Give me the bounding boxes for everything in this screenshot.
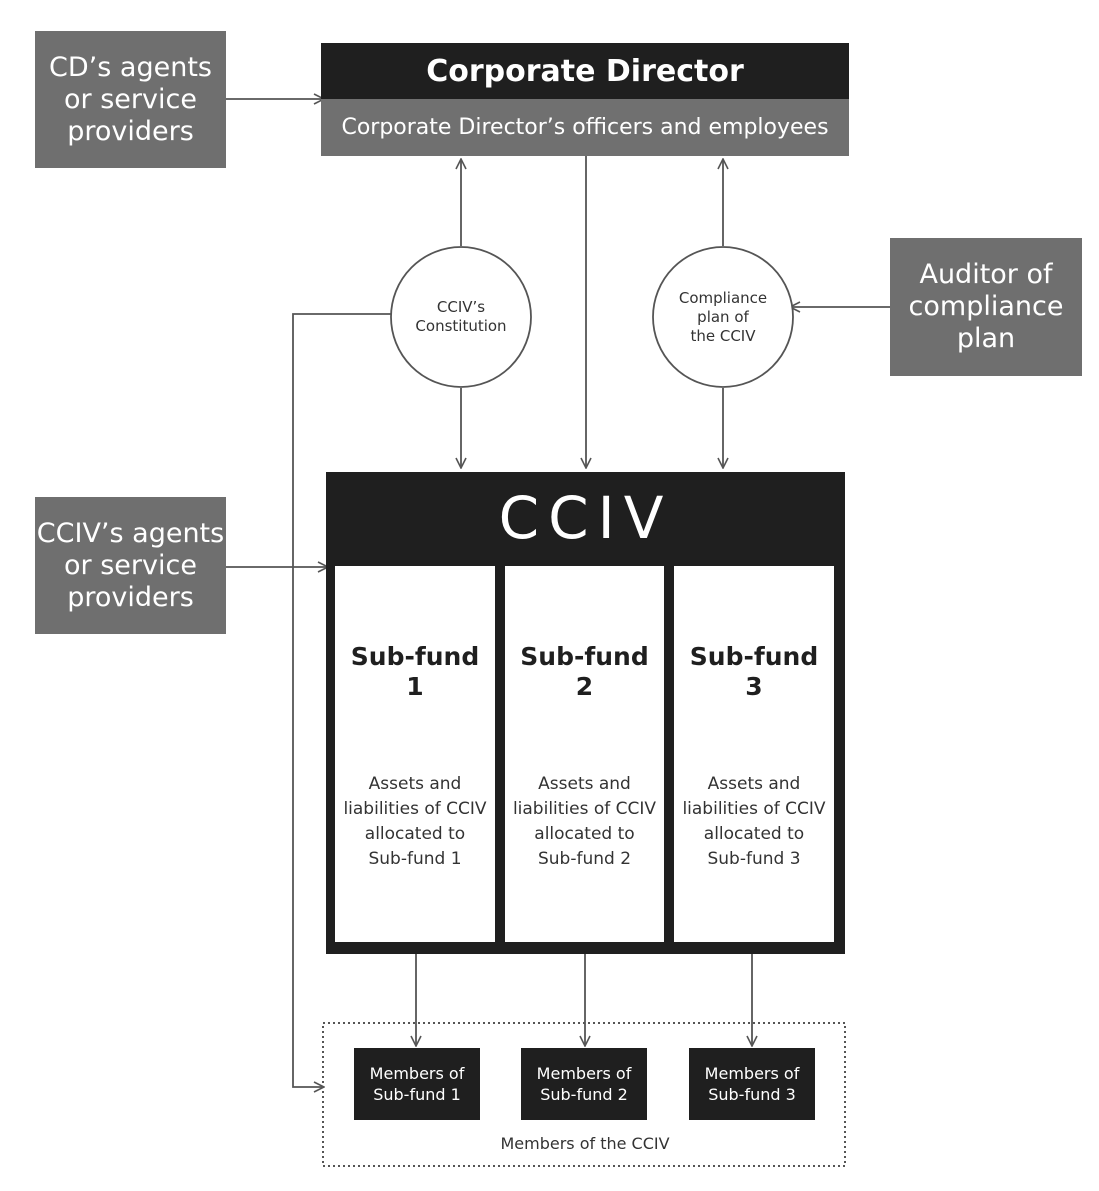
cciv-title: CCIV [326, 472, 845, 564]
cd-agents-text: CD’s agents or service providers [49, 51, 212, 147]
auditor-box: Auditor of compliance plan [890, 238, 1082, 376]
constitution-label: CCIV’s Constitution [391, 247, 531, 387]
members-subfund-2: Members of Sub-fund 2 [521, 1048, 647, 1120]
subfund-1-description: Assets and liabilities of CCIV allocated… [343, 774, 487, 869]
subfund-1-title: Sub-fund 1 [350, 642, 480, 701]
cciv-agents-text: CCIV’s agents or service providers [36, 517, 225, 613]
constitution-text: CCIV’s Constitution [415, 298, 507, 335]
compliance-plan-label: Compliance plan of the CCIV [653, 247, 793, 387]
subfund-2-title: Sub-fund 2 [520, 642, 649, 701]
members-of-cciv-caption: Members of the CCIV [500, 1134, 670, 1153]
members-subfund-1: Members of Sub-fund 1 [354, 1048, 480, 1120]
subfund-2-description: Assets and liabilities of CCIV allocated… [512, 774, 657, 869]
members-subfund-3: Members of Sub-fund 3 [689, 1048, 815, 1120]
cciv-block: CCIV Sub-fund 1 Assets and liabilities o… [326, 472, 845, 954]
subfund-3: Sub-fund 3 Assets and liabilities of CCI… [674, 566, 834, 942]
auditor-text: Auditor of compliance plan [908, 259, 1064, 354]
compliance-plan-circle [652, 246, 794, 388]
cciv-title-text: CCIV [498, 484, 673, 552]
cciv-agents-box: CCIV’s agents or service providers [35, 497, 226, 634]
subfund-2: Sub-fund 2 Assets and liabilities of CCI… [505, 566, 664, 942]
corporate-director-officers-text: Corporate Director’s officers and employ… [341, 115, 829, 140]
cd-agents-box: CD’s agents or service providers [35, 31, 226, 168]
constitution-circle [390, 246, 532, 388]
subfund-3-title: Sub-fund 3 [689, 642, 819, 701]
members-of-cciv-frame [322, 1022, 846, 1167]
subfund-1: Sub-fund 1 Assets and liabilities of CCI… [335, 566, 495, 942]
corporate-director-title: Corporate Director [321, 43, 849, 99]
corporate-director-officers: Corporate Director’s officers and employ… [321, 99, 849, 156]
subfund-3-description: Assets and liabilities of CCIV allocated… [682, 774, 826, 869]
arrow-constitution-to-members [292, 313, 394, 1087]
corporate-director-title-text: Corporate Director [426, 53, 744, 89]
compliance-plan-text: Compliance plan of the CCIV [678, 288, 768, 345]
